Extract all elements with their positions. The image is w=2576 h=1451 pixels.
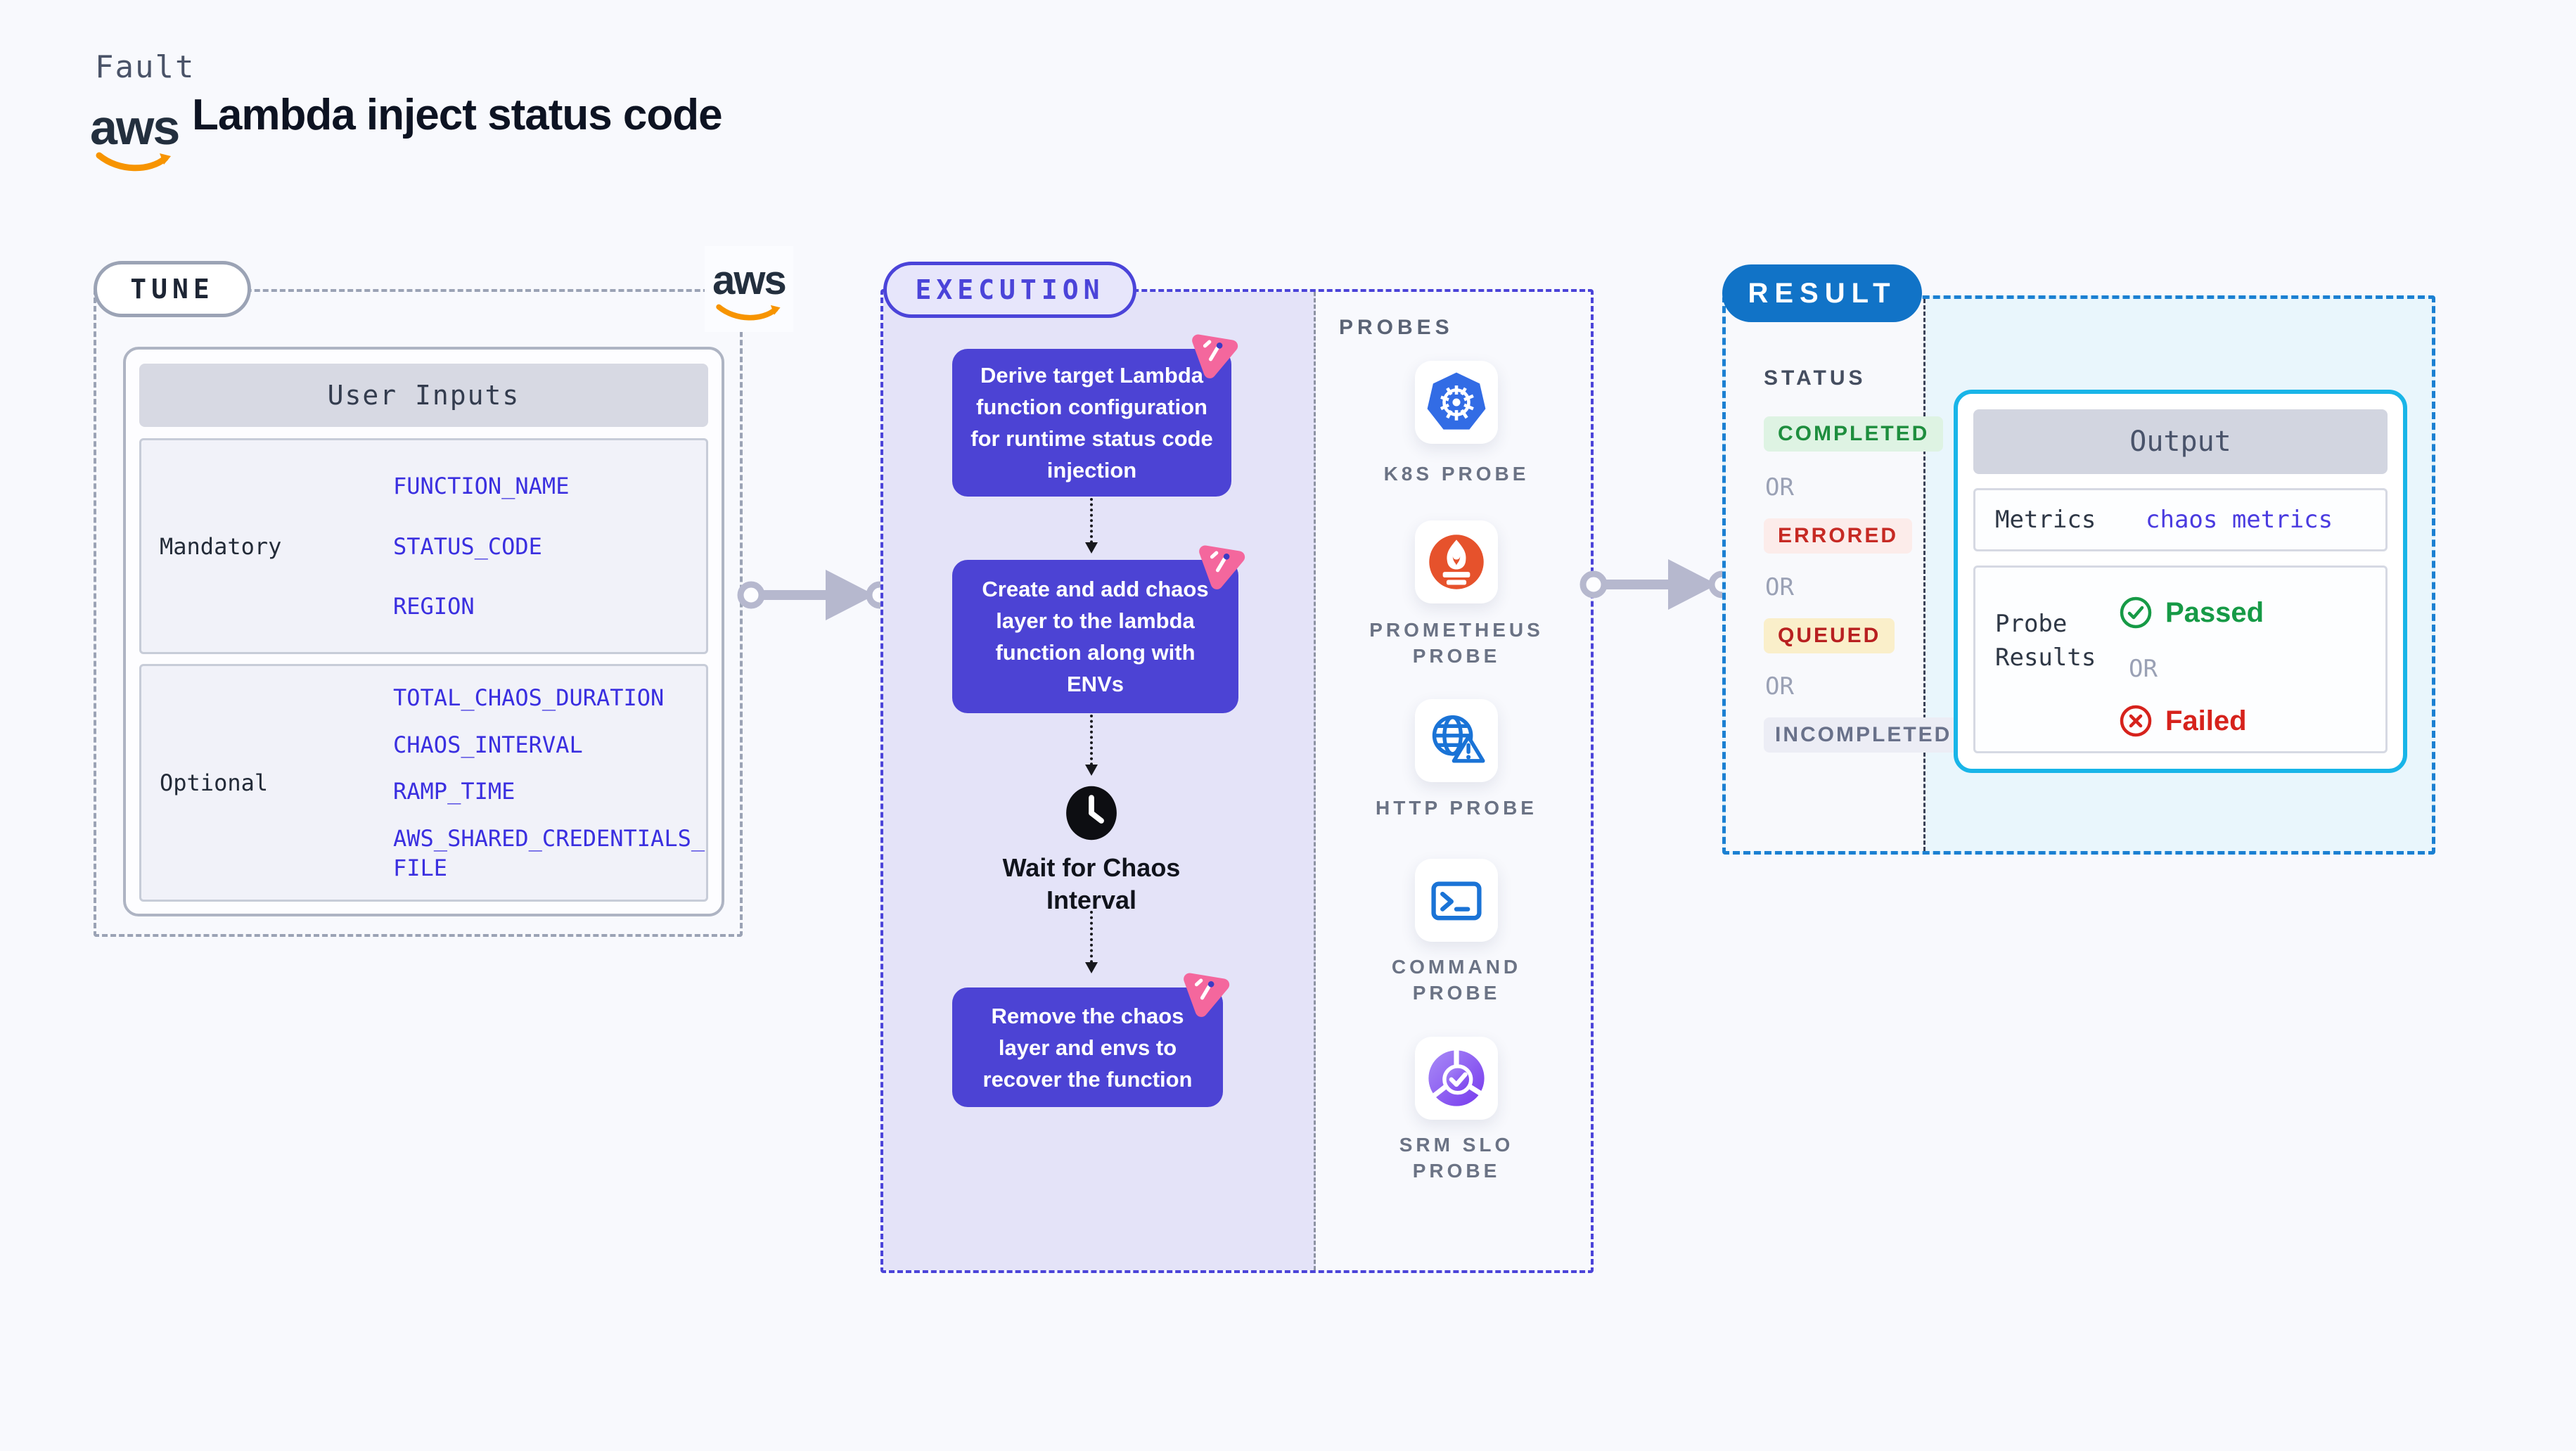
tune-pill: TUNE xyxy=(94,261,251,317)
prometheus-probe-label: PROMETHEUS PROBE xyxy=(1369,619,1544,667)
failed-label: Failed xyxy=(2165,705,2247,736)
metrics-value: chaos metrics xyxy=(2146,506,2333,534)
command-probe-tile xyxy=(1415,859,1498,942)
field-status-code: STATUS_CODE xyxy=(393,532,542,560)
slo-donut-check-icon xyxy=(1428,1050,1485,1106)
aws-smile-icon xyxy=(716,304,781,320)
k8s-probe-tile xyxy=(1415,361,1498,444)
flow-arrow-down xyxy=(1085,911,1098,973)
tune-section xyxy=(94,289,743,937)
or-label: OR xyxy=(1765,672,1794,701)
or-label: OR xyxy=(1765,573,1794,601)
output-card: Output Metrics chaos metrics Probe Resul… xyxy=(1954,390,2407,773)
probe-results-label: Probe Results xyxy=(1995,610,2096,672)
tune-to-execution-arrow xyxy=(737,570,894,620)
probes-title: PROBES xyxy=(1339,316,1454,339)
status-badge-completed: COMPLETED xyxy=(1764,416,1944,452)
field-region: REGION xyxy=(393,593,475,620)
step-remove-chaos-layer: Remove the chaos layer and envs to recov… xyxy=(952,987,1223,1107)
status-column: STATUS COMPLETED OR ERRORED OR QUEUED OR… xyxy=(1726,299,1963,851)
field-ramp-time: RAMP_TIME xyxy=(393,778,515,805)
wait-step: Wait for Chaos Interval xyxy=(979,784,1204,916)
result-pill: RESULT xyxy=(1722,264,1922,322)
terminal-icon xyxy=(1431,881,1482,921)
failed-result: Failed xyxy=(2119,704,2247,738)
check-circle-icon xyxy=(2120,596,2152,629)
page-title: Lambda inject status code xyxy=(192,91,723,139)
field-chaos-interval: CHAOS_INTERVAL xyxy=(393,731,583,758)
execution-pill: EXECUTION xyxy=(883,262,1136,318)
status-badge-incompleted: INCOMPLETED xyxy=(1764,717,1963,753)
mandatory-fields: FUNCTION_NAME STATUS_CODE REGION xyxy=(393,440,713,652)
k8s-probe-label: K8S PROBE xyxy=(1383,463,1530,485)
prometheus-icon xyxy=(1429,535,1484,589)
optional-row: Optional TOTAL_CHAOS_DURATION CHAOS_INTE… xyxy=(139,664,708,902)
or-label: OR xyxy=(1765,473,1794,501)
step-create-chaos-layer: Create and add chaos layer to the lambda… xyxy=(952,560,1238,713)
result-section: STATUS COMPLETED OR ERRORED OR QUEUED OR… xyxy=(1722,295,2435,855)
http-probe-tile xyxy=(1415,699,1498,782)
status-badge-errored: ERRORED xyxy=(1764,518,1913,554)
srm-slo-probe-tile xyxy=(1415,1037,1498,1120)
aws-logo-text: aws xyxy=(712,257,787,303)
wait-label: Wait for Chaos Interval xyxy=(1002,853,1181,914)
mandatory-label: Mandatory xyxy=(160,532,282,560)
chaos-icon xyxy=(1192,334,1238,378)
optional-fields: TOTAL_CHAOS_DURATION CHAOS_INTERVAL RAMP… xyxy=(393,666,713,900)
aws-logo-tune: aws xyxy=(705,246,793,332)
passed-label: Passed xyxy=(2165,596,2264,628)
flow-arrow-down xyxy=(1085,715,1098,776)
chaos-icon xyxy=(1184,973,1230,1017)
aws-logo: aws xyxy=(90,100,180,173)
optional-label: Optional xyxy=(160,769,269,796)
x-circle-icon xyxy=(2120,705,2152,737)
output-header: Output xyxy=(1973,409,2388,474)
execution-flow-area: Derive target Lambda function configurat… xyxy=(883,292,1316,1270)
passed-result: Passed xyxy=(2119,596,2264,629)
kubernetes-icon xyxy=(1427,372,1486,430)
metrics-label: Metrics xyxy=(1995,506,2096,534)
field-function-name: FUNCTION_NAME xyxy=(393,472,570,499)
http-probe-label: HTTP PROBE xyxy=(1376,797,1537,819)
metrics-row: Metrics chaos metrics xyxy=(1973,488,2388,551)
probe-results-row: Probe Results Passed OR Failed xyxy=(1973,565,2388,753)
flow-arrow-down xyxy=(1085,498,1098,554)
execution-section: Derive target Lambda function configurat… xyxy=(880,289,1594,1273)
user-inputs-header: User Inputs xyxy=(139,364,708,427)
field-aws-shared-credentials-file: AWS_SHARED_CREDENTIALS_FILE xyxy=(393,824,705,881)
field-total-chaos-duration: TOTAL_CHAOS_DURATION xyxy=(393,684,665,712)
execution-to-result-arrow xyxy=(1579,559,1736,610)
prometheus-probe-tile xyxy=(1415,520,1498,603)
mandatory-row: Mandatory FUNCTION_NAME STATUS_CODE REGI… xyxy=(139,438,708,654)
step-derive-config: Derive target Lambda function configurat… xyxy=(952,349,1231,497)
aws-logo-text: aws xyxy=(90,100,180,155)
aws-smile-icon xyxy=(96,152,172,172)
http-globe-warning-icon xyxy=(1432,715,1485,763)
chaos-icon xyxy=(1199,545,1245,589)
clock-icon xyxy=(1066,786,1117,840)
or-label: OR xyxy=(2129,655,2158,683)
srm-slo-probe-label: SRM SLO PROBE xyxy=(1399,1134,1514,1182)
status-badge-queued: QUEUED xyxy=(1764,618,1895,653)
status-title: STATUS xyxy=(1764,366,1866,390)
command-probe-label: COMMAND PROBE xyxy=(1391,956,1522,1004)
fault-eyebrow: Fault xyxy=(95,49,196,85)
